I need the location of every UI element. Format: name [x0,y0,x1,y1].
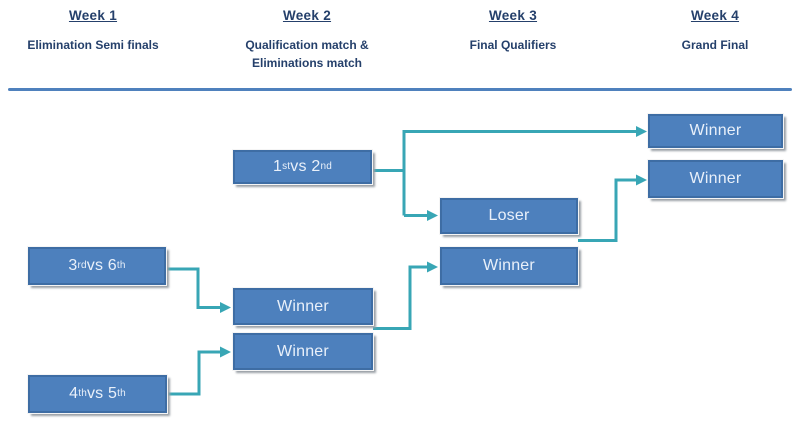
arrowhead-to-week4-winner-top [636,126,647,137]
week3-column-header: Week 3 Final Qualifiers [418,8,608,54]
week1-column-header: Week 1 Elimination Semi finals [0,8,188,54]
connector-week2-to-week3-winner [373,265,428,330]
week2-column-header: Week 2 Qualification match & Elimination… [212,8,402,72]
connector-seed36-to-week2-winner [166,267,221,309]
arrowhead-to-week2-winner-top [220,302,231,313]
week2-title: Week 2 [282,8,332,23]
week2-winner-box-bottom[interactable]: Winner [233,333,373,370]
week4-title: Week 4 [690,8,740,23]
header-divider-line [8,88,792,91]
arrowhead-to-week3-winner [427,261,438,273]
connector-seed45-to-week2-winner [167,350,221,396]
week3-loser-box[interactable]: Loser [440,198,578,234]
week2-winner-box-top[interactable]: Winner [233,288,373,325]
week3-subtitle: Final Qualifiers [469,38,557,52]
week1-subtitle: Elimination Semi finals [27,38,159,52]
week3-winner-box[interactable]: Winner [440,247,578,285]
arrowhead-to-week2-winner-bottom [220,346,231,358]
connector-seed12-to-week4-winner [402,130,637,216]
arrowhead-to-week4-winner-bottom [636,174,647,186]
week4-column-header: Week 4 Grand Final [620,8,800,54]
week4-subtitle: Grand Final [681,38,749,52]
connector-week3-to-week4-winner [578,178,637,242]
week2-subtitle-line2: Eliminations match [251,56,363,70]
week4-winner-box-bottom[interactable]: Winner [648,160,783,198]
week1-title: Week 1 [68,8,118,23]
week2-subtitle: Qualification match & [245,38,369,52]
week4-winner-box-top[interactable]: Winner [648,114,783,148]
arrowhead-to-loser [427,210,438,221]
week3-title: Week 3 [488,8,538,23]
